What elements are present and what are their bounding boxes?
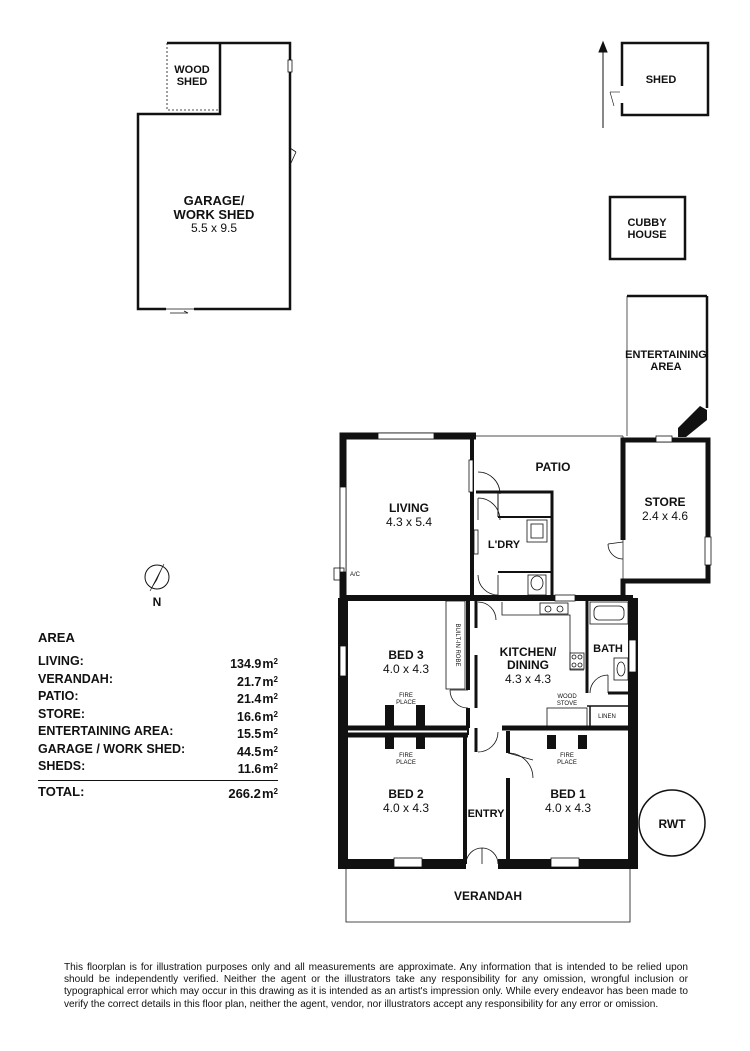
area-row-label: LIVING: [38, 654, 84, 668]
area-total-value: 266.2 m2 [228, 785, 278, 801]
area-total-row: TOTAL: 266.2 m2 [38, 783, 278, 801]
area-divider [38, 779, 278, 781]
area-row: SHEDS: 11.6 m2 [38, 758, 278, 776]
wood-stove-1: WOOD [557, 694, 577, 700]
cubby-label-2: HOUSE [627, 229, 666, 241]
bed2-dims: 4.0 x 4.3 [383, 801, 429, 815]
verandah-label: VERANDAH [454, 889, 522, 903]
area-row: GARAGE / WORK SHED: 44.5 m2 [38, 741, 278, 759]
area-row-label: VERANDAH: [38, 671, 113, 686]
shed-label: SHED [646, 74, 677, 86]
bath-label: BATH [593, 643, 623, 655]
compass-north-label: N [153, 595, 162, 609]
verandah-outline [345, 866, 631, 923]
bed2-label: BED 2 [388, 787, 424, 801]
area-total-label: TOTAL: [38, 783, 85, 799]
bed1-dims: 4.0 x 4.3 [545, 801, 591, 815]
area-row: ENTERTAINING AREA: 15.5 m2 [38, 723, 278, 741]
area-rows: LIVING: 134.9 m2 VERANDAH: 21.7 m2 PATIO: 21.… [38, 653, 278, 776]
bed1-label: BED 1 [550, 787, 586, 801]
area-row-label: PATIO: [38, 689, 79, 703]
store-label: STORE [644, 495, 685, 509]
area-row-value: 16.6 m2 [237, 709, 278, 724]
area-row-label: ENTERTAINING AREA: [38, 724, 174, 738]
area-heading: AREA [38, 630, 75, 645]
patio-label: PATIO [536, 460, 571, 474]
disclaimer: This floorplan is for illustration purpo… [64, 962, 688, 1010]
area-row-value: 21.4 m2 [237, 692, 278, 706]
area-row-value: 21.7 m2 [237, 674, 278, 689]
rwt-label: RWT [658, 817, 686, 831]
store-dims: 2.4 x 4.6 [642, 509, 688, 523]
bed3-label: BED 3 [388, 648, 424, 662]
entry-label: ENTRY [468, 808, 506, 820]
linen-label: LINEN [598, 714, 616, 720]
garage-label-1: GARAGE/ [184, 193, 245, 208]
area-row-label: STORE: [38, 706, 85, 721]
wood-stove-2: STOVE [557, 701, 577, 707]
windows [339, 432, 712, 868]
area-row: VERANDAH: 21.7 m2 [38, 671, 278, 689]
room-labels: WOOD SHED GARAGE/ WORK SHED 5.5 x 9.5 SH… [174, 64, 707, 903]
cubby-house [608, 195, 687, 261]
fixtures [333, 519, 706, 857]
main-house-walls [338, 432, 638, 869]
area-row-value: 15.5 m2 [237, 727, 278, 741]
fireplace-bed3-2: PLACE [396, 700, 416, 706]
doors [449, 459, 609, 865]
kitchen-label-2: DINING [507, 658, 549, 672]
area-row: LIVING: 134.9 m2 [38, 653, 278, 671]
cubby-label-1: CUBBY [627, 217, 667, 229]
entertaining-label-2: AREA [650, 361, 681, 373]
fireplace-bed1-1: FIRE [560, 753, 574, 759]
garage-label-2: WORK SHED [174, 207, 255, 222]
wood-shed [166, 41, 220, 111]
area-row: PATIO: 21.4 m2 [38, 688, 278, 706]
entertaining-label-1: ENTERTAINING [625, 349, 707, 361]
fireplace-bed1-2: PLACE [557, 760, 577, 766]
area-row-label: SHEDS: [38, 759, 86, 773]
area-row: STORE: 16.6 m2 [38, 706, 278, 724]
north-arrow-marker [598, 40, 608, 128]
kitchen-label-1: KITCHEN/ [500, 645, 557, 659]
robe-label: BUILT-IN ROBE [454, 624, 460, 667]
living-dims: 4.3 x 5.4 [386, 515, 432, 529]
wood-shed-label-2: SHED [177, 76, 208, 88]
fireplace-bed2-2: PLACE [396, 760, 416, 766]
compass: N [144, 563, 170, 609]
garage-dims: 5.5 x 9.5 [191, 221, 237, 235]
area-row-value: 134.9 m2 [230, 657, 278, 671]
fireplace-bed3-1: FIRE [399, 693, 413, 699]
fireplace-bed2-1: FIRE [399, 753, 413, 759]
wood-shed-label-1: WOOD [174, 64, 209, 76]
bed3-dims: 4.0 x 4.3 [383, 662, 429, 676]
garage-work-shed [136, 41, 297, 314]
area-row-value: 11.6 m2 [237, 762, 278, 776]
fireplaces [385, 705, 588, 749]
area-row-value: 44.5 m2 [237, 744, 278, 759]
laundry-label: L'DRY [488, 539, 521, 551]
area-row-label: GARAGE / WORK SHED: [38, 741, 186, 756]
living-label: LIVING [389, 501, 429, 515]
shed [609, 41, 710, 117]
store-walls [607, 437, 711, 598]
kitchen-dims: 4.3 x 4.3 [505, 672, 551, 686]
entertaining-area [626, 294, 709, 437]
ac-label: A/C [350, 572, 361, 578]
